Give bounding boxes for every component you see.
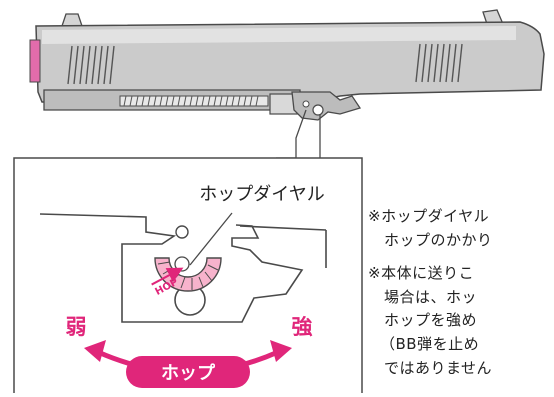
callout-pointer bbox=[189, 212, 233, 266]
note-line-4: 場合は、ホッ bbox=[384, 288, 478, 306]
note-line-1: ※ホップダイヤル bbox=[368, 207, 490, 225]
note-line-6: （BB弾を止め bbox=[380, 335, 480, 353]
note-line-3: ※本体に送りこ bbox=[368, 264, 475, 282]
pistol-slide bbox=[29, 9, 545, 121]
note-line-7: ではありません bbox=[384, 359, 493, 377]
rear-serrations bbox=[67, 45, 115, 85]
recoil-spring bbox=[123, 95, 259, 107]
detail-box bbox=[13, 157, 363, 395]
note-line-5: ホップを強め bbox=[384, 311, 478, 329]
front-serrations bbox=[415, 43, 463, 83]
callout-label: ホップダイヤル bbox=[199, 184, 324, 205]
hop-mechanism bbox=[39, 213, 327, 323]
strong-label: 強 bbox=[292, 315, 313, 339]
hop-button: ホップ bbox=[126, 356, 250, 388]
note-line-2: ホップのかかり bbox=[384, 231, 493, 249]
hop-button-label: ホップ bbox=[161, 362, 216, 384]
weak-label: 弱 bbox=[66, 315, 87, 339]
